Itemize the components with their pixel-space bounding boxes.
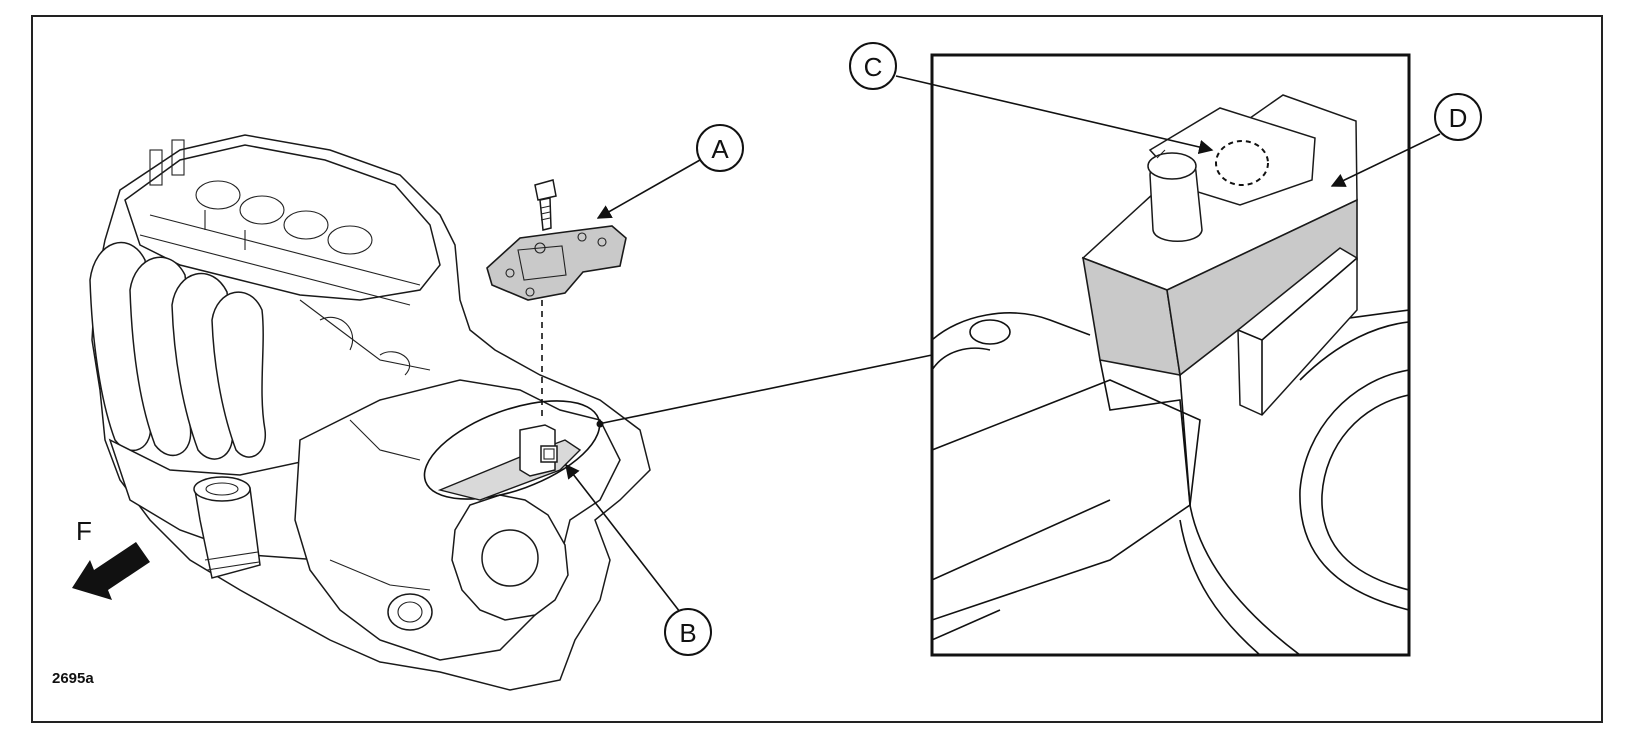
timing-gear (451, 494, 569, 621)
callout-b-leader (565, 463, 681, 613)
locating-pin (1147, 149, 1203, 242)
inset-detail (930, 53, 1411, 657)
bracket-a (486, 225, 627, 301)
figure-id: 2695a (52, 670, 94, 687)
callout-c-label: C (864, 52, 883, 82)
front-direction-indicator: F (72, 516, 150, 600)
marking-circle-c (1215, 140, 1269, 186)
callout-b: B (664, 608, 712, 656)
zoom-connector-dot (596, 420, 604, 428)
callout-c-leader (895, 75, 1214, 155)
direction-label: F (76, 516, 92, 546)
oil-filter (193, 476, 261, 579)
mount-highlight-ellipse (423, 400, 601, 500)
callout-c: C (849, 42, 897, 90)
callout-a-label: A (711, 134, 729, 164)
bolt (534, 179, 557, 231)
front-arrow-icon (72, 542, 150, 600)
engine-illustration (89, 134, 651, 691)
callout-a: A (696, 124, 744, 172)
callout-d-label: D (1449, 103, 1468, 133)
callout-b-label: B (679, 618, 696, 648)
outer-frame (31, 15, 1603, 723)
callout-d-leader (1330, 133, 1441, 187)
zoom-connector-line (602, 354, 933, 424)
callout-a-leader (596, 159, 701, 219)
callout-d: D (1434, 93, 1482, 141)
